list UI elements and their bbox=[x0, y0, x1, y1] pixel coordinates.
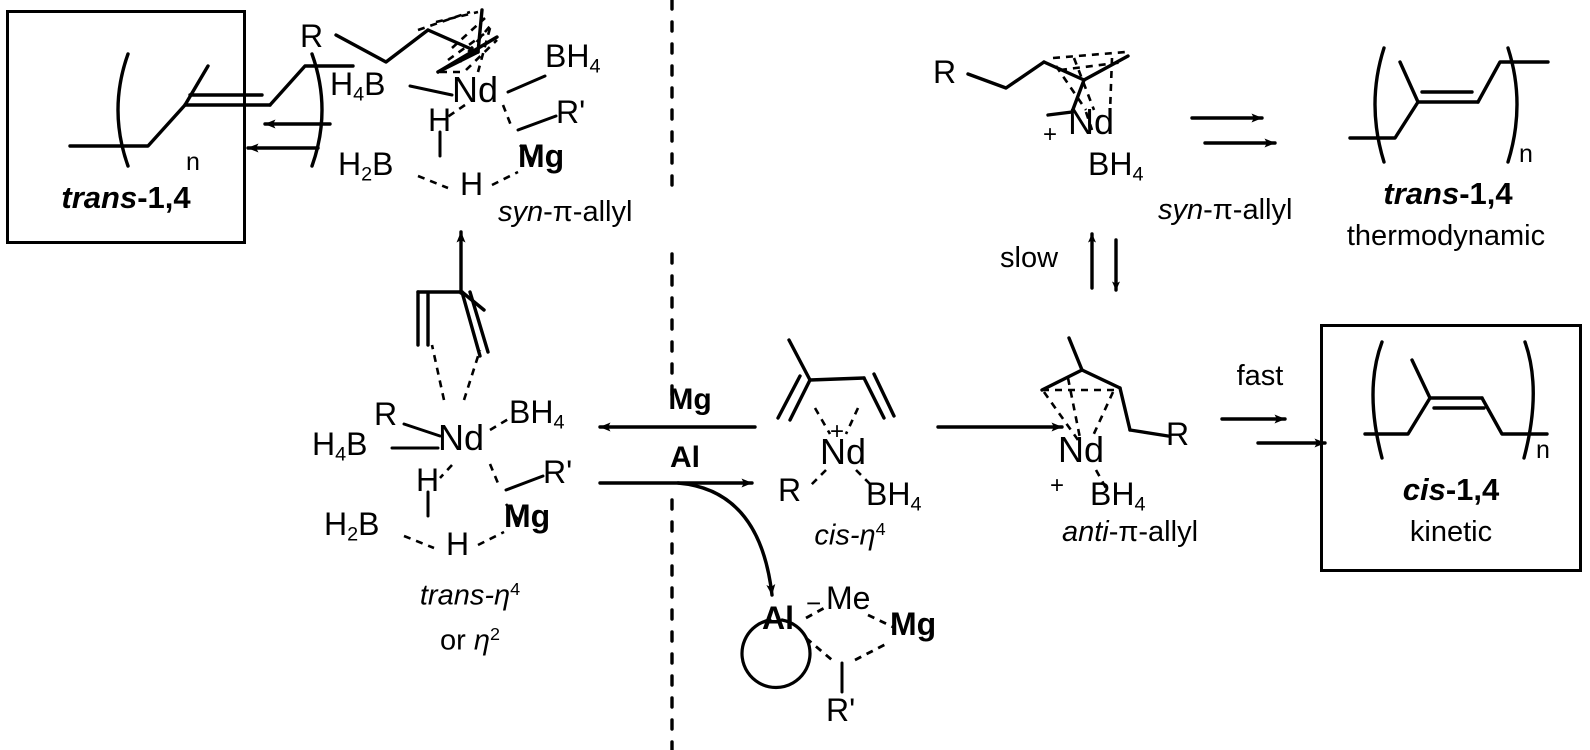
trans-1-4-label-right: trans-1,4 bbox=[1383, 176, 1513, 211]
al-mg-Mg: Mg bbox=[890, 606, 937, 642]
al-mg-Rprime: R' bbox=[826, 692, 856, 728]
cis-eta4-BH4: BH4 bbox=[866, 476, 922, 516]
arrow-al-curve bbox=[676, 481, 776, 597]
trans-eta4-Nd: Nd bbox=[438, 417, 485, 458]
polymer-cis-repeat-n: n bbox=[1536, 436, 1550, 464]
syn-allyl-right-Nd: Nd bbox=[1068, 101, 1115, 142]
arrows-fast bbox=[1220, 414, 1327, 448]
trans-eta4-H-lower: H bbox=[446, 526, 470, 562]
polymer-trans-right-repeat-n: n bbox=[1519, 140, 1533, 168]
trans-1-4-label-left: trans-1,4 bbox=[61, 180, 191, 215]
cis-eta4-caption: cis-η4 bbox=[814, 519, 886, 552]
arrows-to-trans-left bbox=[246, 119, 332, 153]
arrows-slow-equilibrium bbox=[1088, 232, 1120, 292]
cis-eta4-skeleton bbox=[776, 338, 896, 422]
trans-eta4-Mg: Mg bbox=[504, 498, 551, 534]
arrows-to-trans-right bbox=[1190, 113, 1277, 148]
trans-eta4-caption-line1: trans-η4 bbox=[419, 579, 521, 612]
trans-eta4-skeleton bbox=[416, 290, 490, 358]
syn-allyl-left-BH4: BH4 bbox=[545, 38, 601, 78]
syn-allyl-left-bonds bbox=[408, 74, 547, 97]
trans-eta4-H4B: H4B bbox=[312, 426, 368, 466]
cis-eta4-plus: + bbox=[830, 418, 845, 445]
syn-allyl-left-Mg: Mg bbox=[518, 138, 565, 174]
anti-allyl-plus: + bbox=[1050, 472, 1065, 499]
anti-allyl-R: R bbox=[1166, 416, 1190, 452]
syn-allyl-right-caption: syn-π-allyl bbox=[1158, 194, 1293, 226]
trans-eta4-bonds bbox=[390, 422, 442, 450]
trans-eta4-caption-line2: or η2 bbox=[440, 624, 500, 657]
arrow-label-al: Al bbox=[670, 441, 700, 474]
syn-allyl-right-R: R bbox=[933, 54, 957, 90]
cis-eta4-R: R bbox=[778, 472, 802, 508]
syn-allyl-left-Rprime: R' bbox=[556, 94, 586, 130]
polymer-left-repeat-n: n bbox=[186, 148, 200, 176]
anti-allyl-Nd: Nd bbox=[1058, 429, 1105, 470]
arrow-label-slow: slow bbox=[1000, 242, 1059, 274]
arrow-label-mg: Mg bbox=[668, 383, 712, 416]
syn-allyl-right-plus: + bbox=[1043, 121, 1058, 148]
trans-eta4-Rprime: R' bbox=[543, 454, 573, 490]
syn-allyl-left-H-upper: H bbox=[428, 102, 452, 138]
cis-1-4-product-box-right bbox=[1320, 324, 1582, 572]
trans-1-4-product-box-left bbox=[6, 10, 246, 244]
al-mg-complex-skeleton bbox=[740, 618, 812, 690]
cis-1-4-sublabel: kinetic bbox=[1409, 516, 1493, 548]
anti-allyl-caption: anti-π-allyl bbox=[1061, 516, 1199, 548]
anti-allyl-skeleton bbox=[1040, 336, 1170, 438]
trans-eta4-BH4: BH4 bbox=[509, 394, 565, 434]
syn-allyl-right-BH4: BH4 bbox=[1088, 146, 1144, 186]
cis-eta4-Nd: Nd bbox=[820, 431, 867, 472]
polymer-cis-skeleton bbox=[1363, 340, 1549, 460]
al-mg-charge-minus: − bbox=[806, 588, 822, 618]
syn-allyl-left-caption: syn-π-allyl bbox=[498, 196, 633, 228]
trans-eta4-H-upper: H bbox=[416, 462, 440, 498]
syn-allyl-left-H-lower: H bbox=[460, 166, 484, 202]
cis-1-4-label: cis-1,4 bbox=[1402, 472, 1500, 507]
anti-allyl-BH4: BH4 bbox=[1090, 476, 1146, 516]
trans-eta4-R: R bbox=[374, 396, 398, 432]
syn-allyl-right-skeleton bbox=[966, 54, 1130, 117]
trans-eta4-H2B: H2B bbox=[324, 506, 380, 546]
syn-allyl-left-H2B: H2B bbox=[338, 146, 394, 186]
arrow-label-fast: fast bbox=[1236, 360, 1284, 392]
syn-allyl-left-Nd: Nd bbox=[452, 69, 499, 110]
al-mg-Me: Me bbox=[826, 580, 871, 616]
syn-allyl-left-R: R bbox=[300, 18, 324, 54]
syn-allyl-left-H4B: H4B bbox=[330, 66, 386, 106]
al-mg-Al: Al bbox=[762, 600, 794, 636]
polymer-trans-left-skeleton bbox=[68, 52, 355, 168]
polymer-trans-right-skeleton bbox=[1348, 46, 1550, 164]
trans-1-4-sublabel-right: thermodynamic bbox=[1346, 220, 1546, 252]
